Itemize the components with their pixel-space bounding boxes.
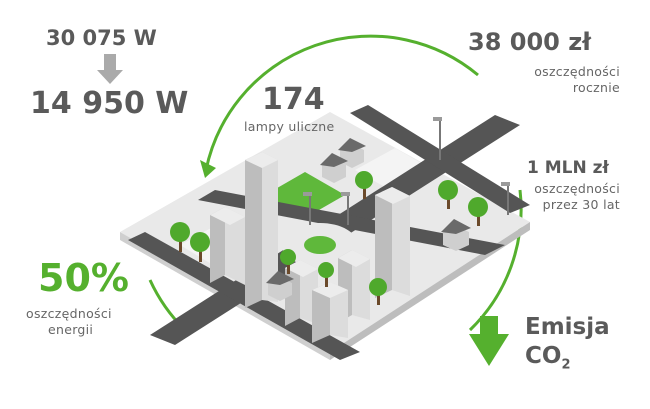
- savings-30y-label-1: oszczędności: [534, 181, 620, 196]
- building: [338, 250, 370, 323]
- cycle-arc: [204, 34, 479, 171]
- energy-label-1: oszczędności: [26, 306, 112, 321]
- tree: [318, 262, 334, 287]
- lamp-count: 174: [262, 82, 325, 117]
- roundabout-lawn: [304, 236, 336, 254]
- savings-annual-amount: 38 000 zł: [468, 28, 592, 56]
- house: [441, 219, 471, 251]
- building: [210, 207, 245, 285]
- road: [128, 232, 360, 360]
- savings-30y-label-2: przez 30 lat: [542, 197, 620, 212]
- arrow-down-icon: [97, 54, 123, 84]
- street-lamp: [341, 192, 350, 225]
- savings-30y-amount: 1 MLN zł: [527, 158, 609, 178]
- emission-label-2: CO2: [525, 343, 570, 373]
- ground-shadow: [330, 222, 530, 360]
- tree: [190, 232, 210, 262]
- street-lamp: [501, 182, 510, 215]
- savings-annual-label-1: oszczędności: [534, 64, 620, 79]
- lawn: [355, 148, 430, 190]
- cycle-arrowhead: [200, 160, 216, 178]
- emission-co: CO: [525, 343, 562, 369]
- house: [320, 153, 348, 183]
- street-lamp: [433, 117, 442, 160]
- building: [245, 152, 278, 308]
- lamp-label: lampy uliczne: [244, 119, 335, 134]
- street-lamp: [303, 192, 312, 225]
- house: [338, 138, 366, 168]
- emission-subscript: 2: [561, 357, 571, 373]
- emission-label-1: Emisja: [525, 314, 610, 340]
- tree: [170, 222, 190, 252]
- energy-label-2: energii: [48, 322, 94, 337]
- house: [266, 271, 294, 301]
- tree: [355, 171, 373, 199]
- building: [312, 282, 348, 343]
- arrow-down-icon: [469, 316, 509, 366]
- tree: [468, 197, 488, 226]
- power-before: 30 075 W: [46, 26, 157, 50]
- savings-annual-label-2: rocznie: [572, 80, 620, 95]
- tree: [369, 278, 387, 305]
- tree: [438, 180, 458, 209]
- tree: [280, 249, 296, 274]
- energy-percent: 50%: [38, 256, 129, 300]
- building: [375, 187, 410, 298]
- power-after: 14 950 W: [30, 86, 189, 121]
